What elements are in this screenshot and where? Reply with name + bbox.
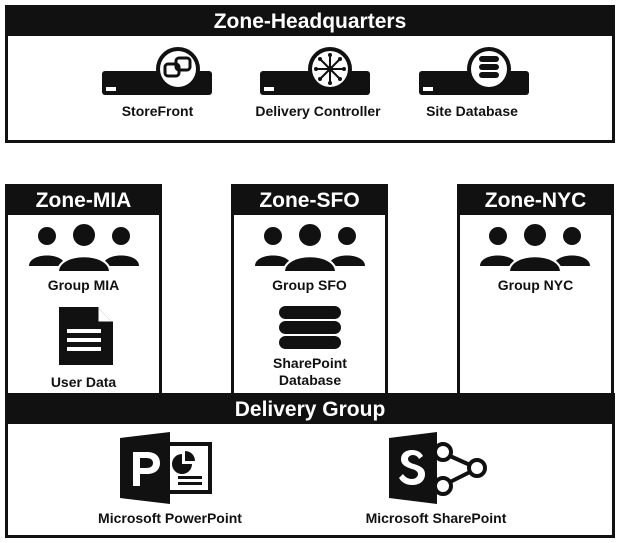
delivery-controller-label: Delivery Controller: [255, 103, 381, 119]
zone-nyc: Zone-NYC: [457, 184, 614, 396]
powerpoint-label: Microsoft PowerPoint: [98, 510, 242, 526]
group-sfo-label: Group SFO: [272, 277, 347, 293]
delivery-group: Delivery Group: [5, 393, 615, 538]
zone-sfo: Zone-SFO: [231, 184, 388, 396]
group-nyc-people-icon: [480, 222, 590, 273]
document-icon: [59, 307, 113, 365]
storefront-label: StoreFront: [121, 103, 194, 119]
site-database-label: Site Database: [426, 103, 518, 119]
storefront-server-icon: [102, 47, 212, 95]
sharepoint-icon: [389, 432, 487, 504]
sharepoint-label: Microsoft SharePoint: [365, 510, 507, 526]
group-sfo-people-icon: [255, 222, 365, 273]
zone-mia-title: Zone-MIA: [8, 187, 159, 215]
site-database-server-icon: [419, 47, 529, 95]
zone-nyc-title: Zone-NYC: [460, 187, 611, 215]
user-data-label: User Data: [50, 374, 117, 390]
database-icon: [279, 306, 341, 349]
group-mia-label: Group MIA: [47, 277, 120, 293]
delivery-group-title: Delivery Group: [8, 396, 612, 424]
powerpoint-icon: [120, 432, 212, 504]
group-nyc-label: Group NYC: [497, 277, 574, 293]
sharepoint-database-label: SharePoint Database: [273, 355, 347, 388]
group-mia-people-icon: [29, 222, 139, 273]
zone-sfo-title: Zone-SFO: [234, 187, 385, 215]
delivery-controller-server-icon: [260, 47, 370, 95]
zone-headquarters-title: Zone-Headquarters: [8, 8, 612, 36]
